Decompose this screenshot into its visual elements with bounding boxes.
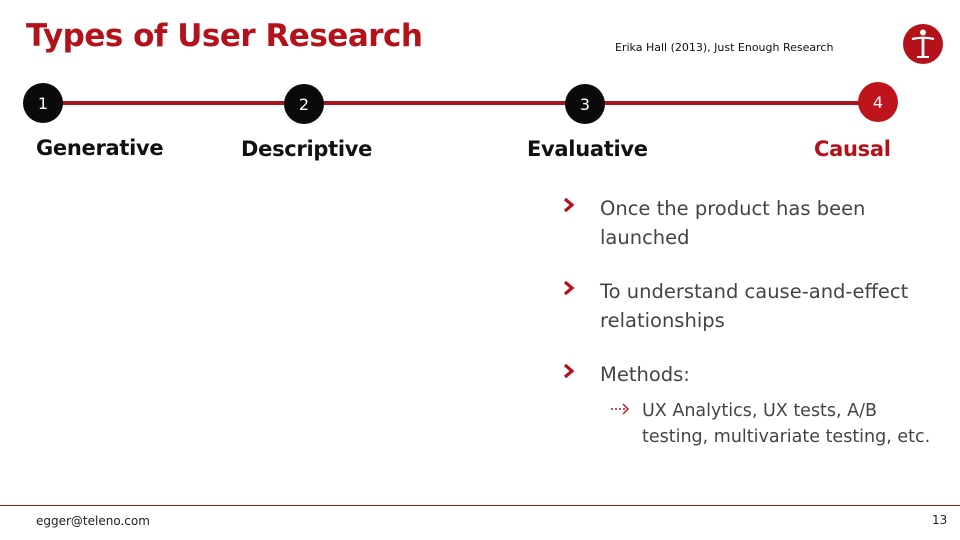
bullet-text: Once the product has been launched bbox=[600, 197, 866, 249]
step-2-badge: 2 bbox=[284, 84, 324, 124]
bullet-item: Once the product has been launched bbox=[560, 194, 940, 252]
sub-bullet-text: UX Analytics, UX tests, A/B testing, mul… bbox=[642, 401, 931, 447]
step-number: 3 bbox=[579, 94, 591, 114]
timeline-line bbox=[44, 101, 879, 105]
sub-bullet-item: UX Analytics, UX tests, A/B testing, mul… bbox=[611, 398, 940, 450]
step-2-label: Descriptive bbox=[241, 137, 373, 161]
footer-divider bbox=[0, 505, 960, 506]
page-title: Types of User Research bbox=[26, 18, 423, 54]
step-3-badge: 3 bbox=[565, 84, 605, 124]
chevron-right-icon bbox=[563, 280, 575, 296]
bullet-item: To understand cause-and-effect relations… bbox=[560, 277, 940, 335]
page-number: 13 bbox=[932, 513, 948, 527]
step-number: 1 bbox=[37, 93, 49, 113]
step-3-label: Evaluative bbox=[527, 137, 648, 161]
step-1-label: Generative bbox=[36, 136, 164, 160]
chevron-right-icon bbox=[563, 197, 575, 213]
footer-email: egger@teleno.com bbox=[36, 514, 150, 528]
bullet-text: To understand cause-and-effect relations… bbox=[600, 280, 909, 332]
bullet-item: Methods: bbox=[560, 360, 940, 389]
causal-description: Once the product has been launched To un… bbox=[560, 194, 940, 450]
step-number: 4 bbox=[872, 92, 884, 112]
step-1-badge: 1 bbox=[23, 83, 63, 123]
bullet-text: Methods: bbox=[600, 363, 690, 386]
step-4-badge: 4 bbox=[858, 82, 898, 122]
chevron-right-icon bbox=[563, 363, 575, 379]
dotted-arrow-icon bbox=[611, 403, 629, 415]
step-number: 2 bbox=[298, 94, 310, 114]
source-citation: Erika Hall (2013), Just Enough Research bbox=[615, 41, 834, 54]
telono-logo-icon bbox=[903, 24, 943, 64]
step-4-label: Causal bbox=[814, 137, 891, 161]
